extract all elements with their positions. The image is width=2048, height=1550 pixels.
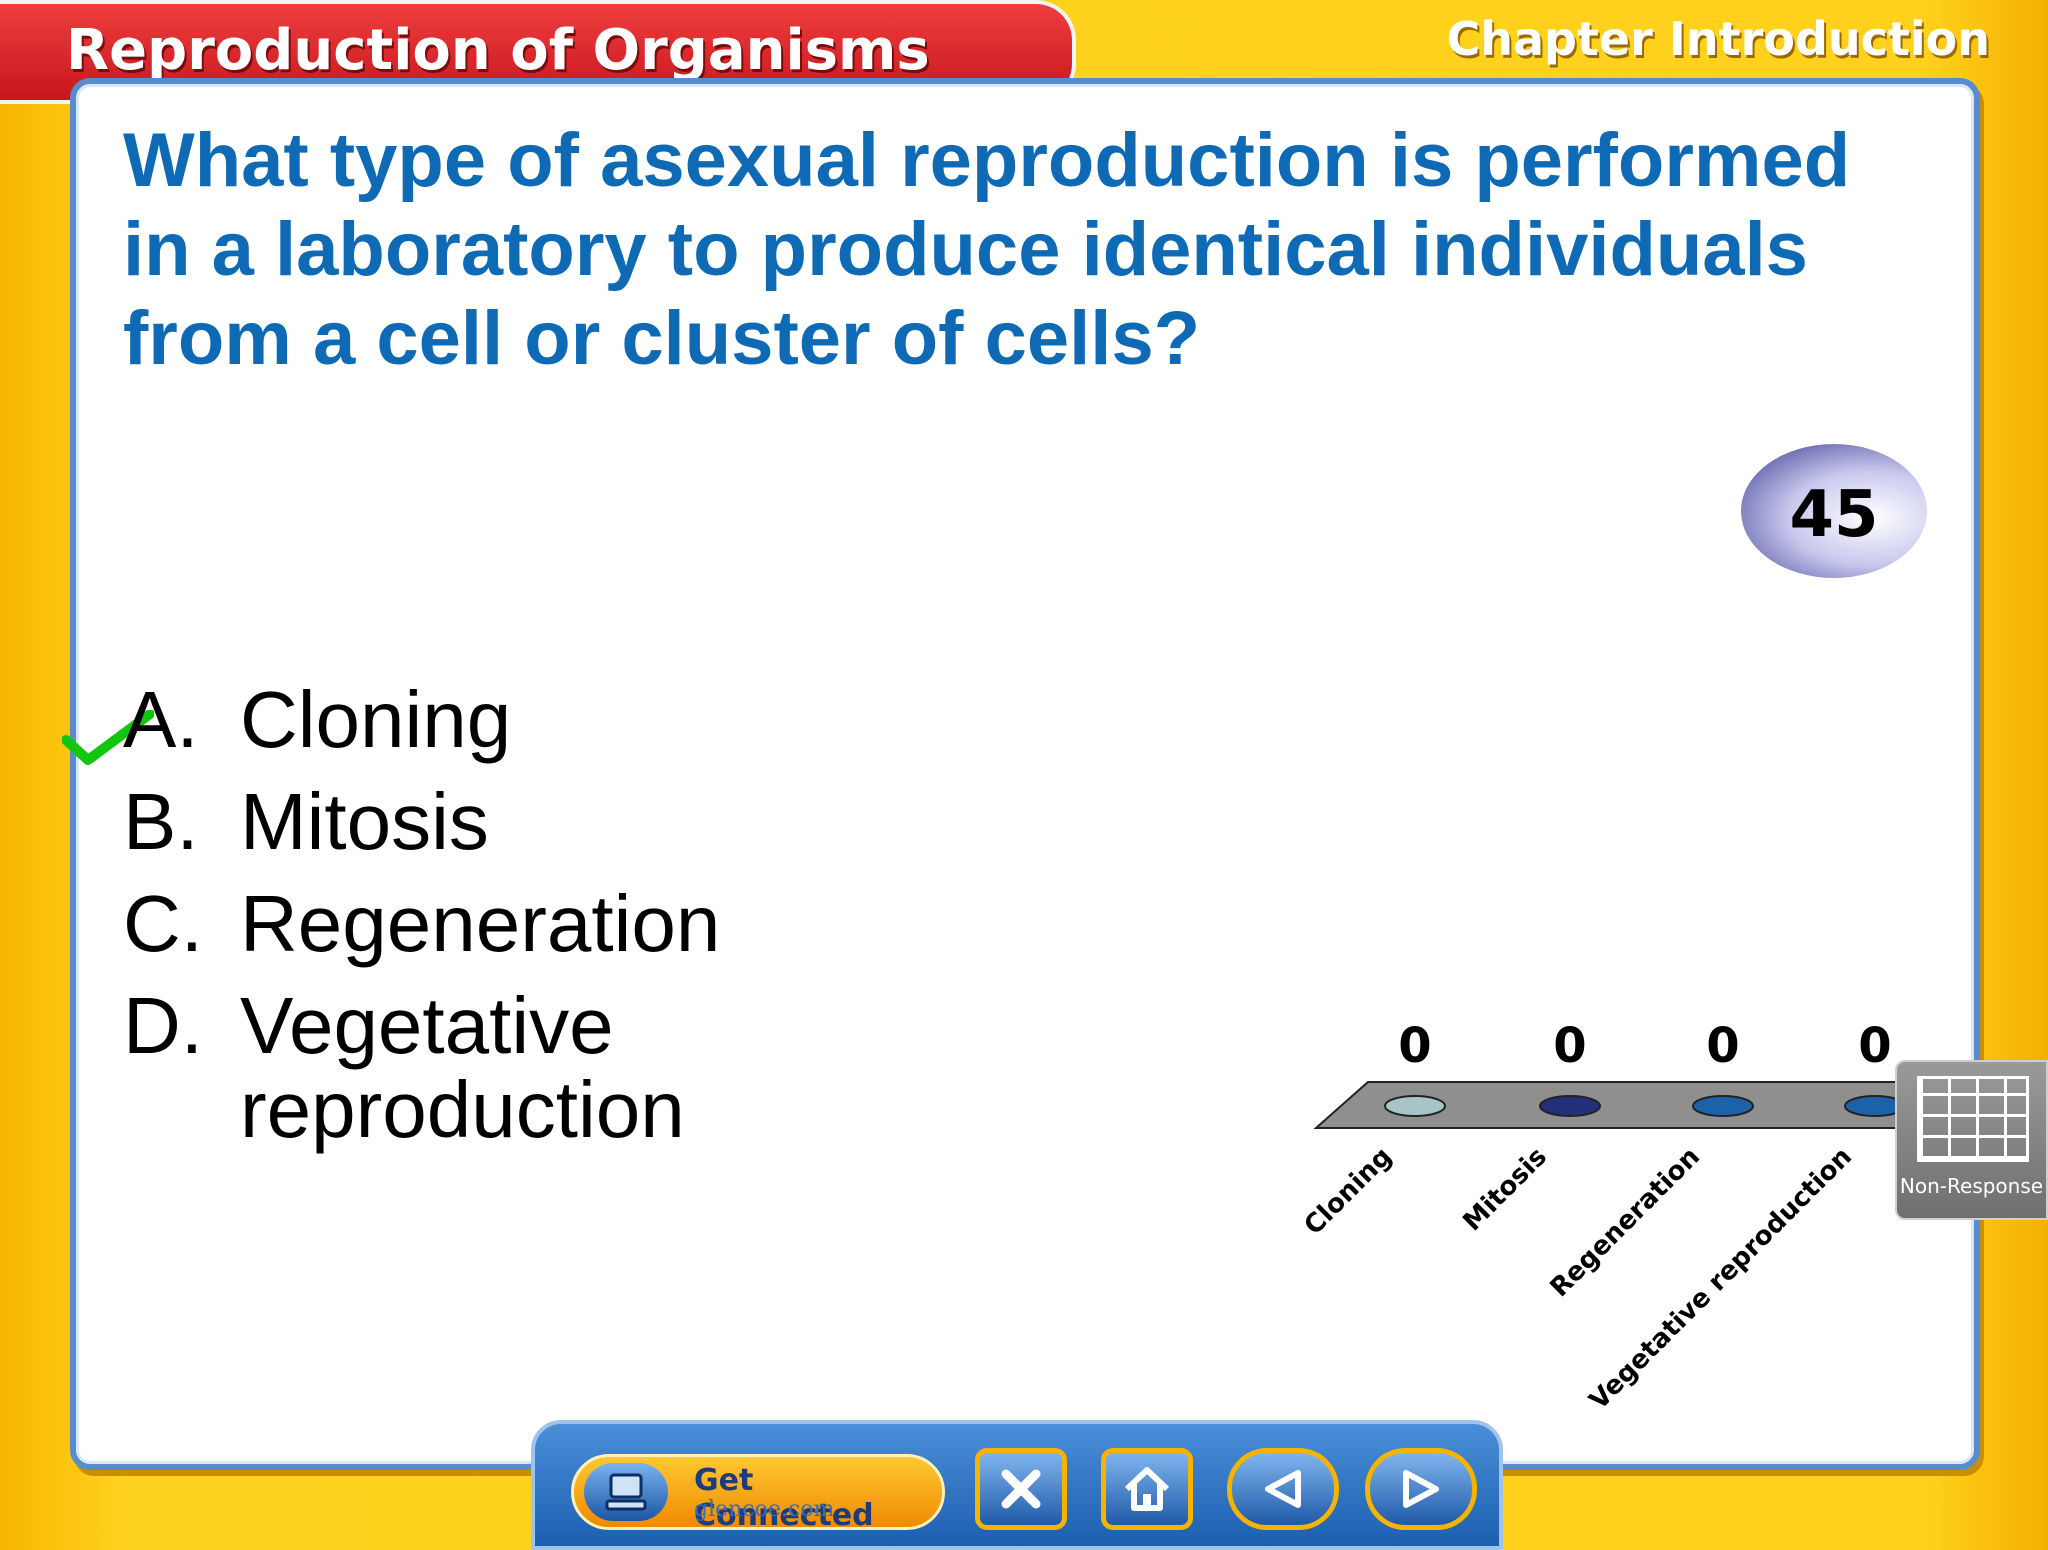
chart-value-label: 0	[1706, 1018, 1739, 1074]
home-button[interactable]	[1101, 1448, 1193, 1530]
next-icon	[1403, 1470, 1439, 1508]
home-icon	[1124, 1467, 1170, 1511]
grid-icon	[1917, 1076, 2029, 1162]
chart-bar-cap	[1539, 1095, 1601, 1117]
computer-icon	[584, 1463, 668, 1521]
answer-option-c[interactable]: C. Regeneration	[123, 882, 760, 966]
chart-value-label: 0	[1553, 1018, 1586, 1074]
answer-text: Vegetative reproduction	[240, 981, 685, 1154]
question-text: What type of asexual reproduction is per…	[123, 118, 1851, 381]
chart-bar-cap	[1384, 1095, 1446, 1117]
answer-option-a[interactable]: A. Cloning	[123, 678, 760, 762]
page-title: Reproduction of Organisms	[66, 18, 930, 83]
non-response-label: Non-Response	[1899, 1174, 2044, 1198]
answer-letter: C.	[123, 879, 203, 968]
chart-value-label: 0	[1398, 1018, 1431, 1074]
website-label: glencoe.com	[694, 1497, 835, 1522]
chart-value-label: 0	[1858, 1018, 1891, 1074]
answer-letter: D.	[123, 981, 203, 1070]
close-button[interactable]	[975, 1448, 1067, 1530]
answer-letter: B.	[123, 777, 199, 866]
answer-option-b[interactable]: B. Mitosis	[123, 780, 760, 864]
previous-button[interactable]	[1227, 1448, 1339, 1530]
get-connected-label: Get Connected	[694, 1463, 874, 1533]
non-response-button[interactable]: Non-Response	[1895, 1060, 2048, 1220]
countdown-timer: 45	[1741, 444, 1927, 578]
correct-check-icon	[62, 710, 154, 765]
answer-text: Cloning	[240, 675, 512, 764]
answer-text: Regeneration	[240, 879, 721, 968]
answer-text: Mitosis	[240, 777, 489, 866]
chapter-label: Chapter Introduction	[1446, 12, 1990, 66]
next-button[interactable]	[1365, 1448, 1477, 1530]
chart-category-label: Regeneration	[1545, 1142, 1706, 1303]
answer-option-d[interactable]: D. Vegetative reproduction	[123, 984, 760, 1152]
previous-icon	[1265, 1470, 1301, 1508]
get-connected-button[interactable]: Get Connected glencoe.com	[571, 1454, 945, 1533]
chart-category-label: Cloning	[1300, 1142, 1398, 1241]
timer-value: 45	[1789, 478, 1879, 552]
answer-list: A. Cloning B. Mitosis C. Regeneration D.…	[123, 678, 760, 1170]
chart-category-label: Mitosis	[1458, 1142, 1553, 1237]
answer-letter: A.	[123, 675, 199, 764]
chart-category-label: Vegetative reproduction	[1584, 1142, 1858, 1416]
chart-bar-cap	[1692, 1095, 1754, 1117]
slide-panel	[70, 78, 1980, 1470]
bottom-navbar: Get Connected glencoe.com	[531, 1420, 1503, 1550]
close-icon	[1001, 1469, 1041, 1509]
